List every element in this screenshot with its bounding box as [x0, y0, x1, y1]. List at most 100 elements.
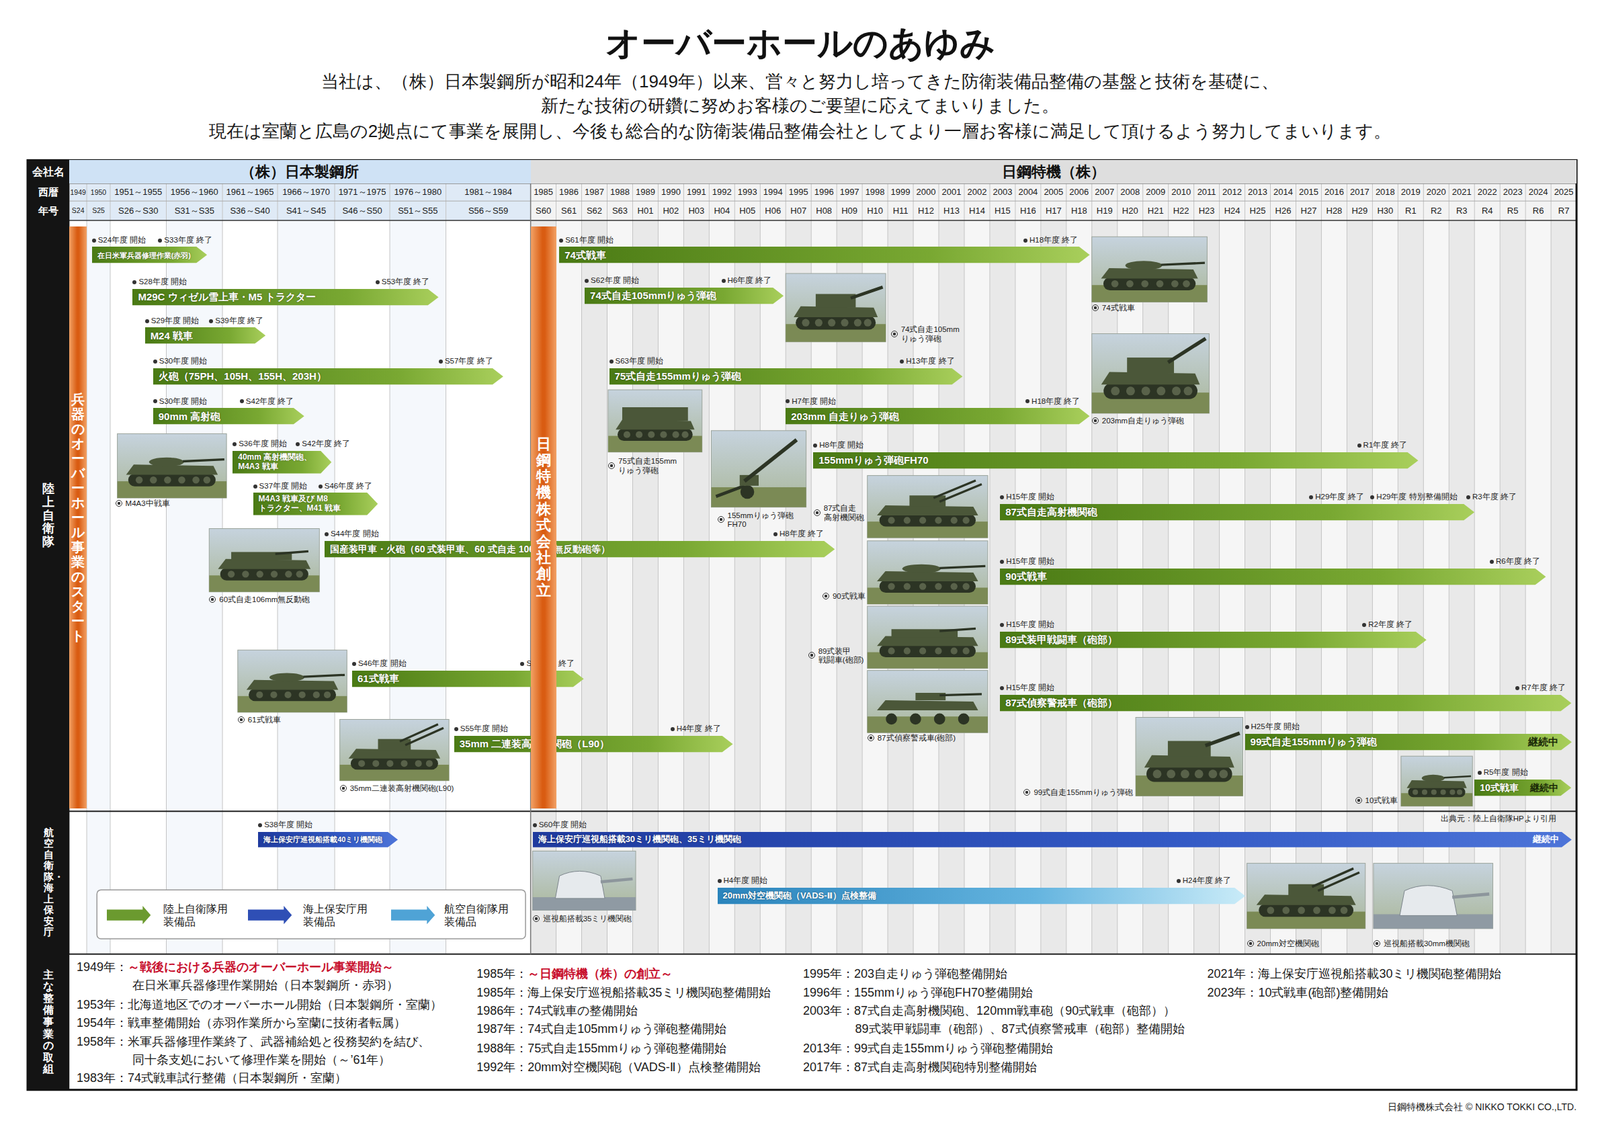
timeline-arrow: 35mm 二連装高射機関砲（L90）S55年度 開始H4年度 終了: [454, 735, 734, 752]
track: [1146, 766, 1233, 782]
road-wheel: [885, 713, 898, 726]
road-wheel: [635, 431, 643, 439]
year-cell: 1991: [686, 186, 707, 198]
road-wheel: [1328, 906, 1336, 914]
track: [879, 514, 976, 527]
cell-label: 年号: [38, 204, 59, 218]
vertical-label: 日鋼特機株式会社創立: [536, 436, 552, 599]
era-cell: S62: [586, 205, 603, 217]
year-cell: 1988: [610, 186, 630, 198]
gun-barrel: [939, 565, 986, 568]
period-note: H13年度 終了: [899, 356, 955, 367]
section-line: [27, 953, 1577, 955]
year-cell: 1990: [661, 186, 681, 198]
arrow-shape: [559, 246, 1090, 263]
era-cell: H03: [688, 205, 705, 217]
header-cell: 年号: [27, 200, 70, 221]
header-cell: 西暦: [27, 183, 70, 201]
timeline-arrow: 40mm 高射機関砲、M4A3 戦車S36年度 開始S42年度 終了: [232, 450, 332, 474]
photo-caption: 20mm対空機関砲: [1247, 939, 1320, 949]
road-wheel: [256, 570, 264, 578]
year-cell: 2009: [1145, 186, 1166, 198]
road-wheel: [1166, 769, 1176, 779]
vehicle-photo: [1091, 236, 1208, 302]
photo-caption: 35mm二連装高射機関砲(L90): [340, 784, 455, 794]
year-cell: 1961～1965: [226, 186, 275, 198]
era-cell: H14: [969, 205, 986, 217]
road-wheel: [1182, 280, 1191, 288]
history-note: 在日米軍兵器修理作業開始（日本製鋼所・赤羽）: [132, 978, 399, 994]
gun-barrel: [405, 727, 444, 746]
hull: [348, 748, 441, 759]
gun-barrel: [1317, 872, 1360, 891]
arrow-label: 89式装甲戦闘車（砲部）: [1005, 633, 1118, 646]
arrow-body: [454, 735, 734, 752]
intro-text: 現在は室蘭と広島の2拠点にて事業を展開し、今後も総合的な防衛装備品整備会社として…: [208, 120, 1392, 142]
intro-text: 新たな技術の研鑽に努めお客様のご要望に応えてまいりました。: [540, 95, 1060, 117]
road-wheel: [1431, 789, 1437, 795]
road-wheel: [163, 476, 172, 484]
arrow-body: [584, 287, 784, 304]
era-cell: S63: [612, 205, 628, 217]
period-note: S44年度 開始: [324, 529, 380, 539]
turret: [622, 407, 689, 421]
period-note: H29年度 終了: [1309, 492, 1364, 502]
road-wheel: [1141, 280, 1149, 288]
history-note: ～戦後における兵器のオーバーホール事業開始～: [127, 960, 394, 976]
status-label: 継続中: [1532, 833, 1560, 845]
row-line: [69, 200, 1577, 202]
vehicle-photo: [340, 719, 449, 781]
photo-caption: 75式自走155mm りゅう弾砲: [608, 456, 679, 476]
photo-caption: 87式自走 高射機関砲: [813, 503, 866, 523]
road-wheel: [962, 582, 970, 590]
history-note: 1958年：米軍兵器修理作業終了、武器補給処と役務契約を結び、: [76, 1034, 431, 1050]
legend-swatch: [391, 905, 435, 924]
vehicle-photo: [867, 670, 988, 734]
gun-barrel: [1161, 262, 1205, 265]
arrow-label: 74式自走105mmりゅう弾砲: [590, 290, 717, 302]
era-cell: H13: [943, 205, 960, 217]
header-ground: [530, 183, 1577, 221]
road-wheel: [1110, 386, 1120, 396]
hull: [793, 306, 878, 318]
road-wheel: [659, 431, 667, 439]
history-note: 1954年：戦車整備開始（赤羽作業所から室蘭に技術者転属）: [76, 1016, 406, 1031]
timeline-arrow: M29C ウィゼル雪上車・M5 トラクターS28年度 開始S53年度 終了: [132, 288, 439, 306]
road-wheel: [192, 476, 200, 484]
gun-barrel: [303, 674, 345, 677]
turret: [1126, 357, 1174, 374]
era-cell: H11: [893, 205, 909, 217]
timeline-arrow: 87式自走高射機関砲H15年度 開始H29年度 終了H29年度 特別整備開始R3…: [999, 503, 1475, 521]
label-column: [27, 159, 70, 1090]
photo-caption: 87式偵察警戒車(砲部): [867, 733, 956, 744]
page-title: オーバーホールのあゆみ: [605, 22, 996, 64]
photo-caption: M4A3中戦車: [115, 499, 171, 509]
road-wheel: [401, 760, 408, 767]
vehicle-photo: [710, 430, 806, 508]
gun-barrel: [939, 694, 982, 696]
vertical-label: 陸上自衛隊: [42, 482, 55, 550]
era-cell: S60: [535, 205, 552, 217]
year-cell: 2013: [1247, 186, 1268, 198]
year-cell: 1966～1970: [282, 186, 330, 198]
arrow-label: 40mm 高射機関砲、M4A3 戦車: [237, 452, 318, 472]
hull: [876, 700, 979, 711]
era-cell: S26～S30: [118, 205, 158, 217]
photo-caption: 90式戦車: [822, 592, 866, 602]
period-note: H24年度 終了: [1176, 876, 1232, 886]
road-wheel: [178, 476, 186, 484]
arrow-label: 10式戦車: [1479, 782, 1519, 793]
vehicle-photo: [1091, 333, 1210, 414]
year-cell: 1985: [533, 186, 554, 198]
period-note: H6年度 終了: [721, 276, 773, 286]
road-wheel: [426, 760, 433, 767]
hull: [876, 505, 979, 516]
arrow-body: [785, 407, 1090, 425]
road-wheel: [1266, 906, 1275, 914]
era-cell: R3: [1456, 205, 1468, 217]
year-cell: 1976～1980: [393, 186, 442, 198]
era-cell: H20: [1122, 205, 1139, 217]
period-note: R5年度 開始: [1477, 768, 1529, 778]
road-wheel: [1111, 280, 1119, 288]
year-cell: 1995: [788, 186, 809, 198]
